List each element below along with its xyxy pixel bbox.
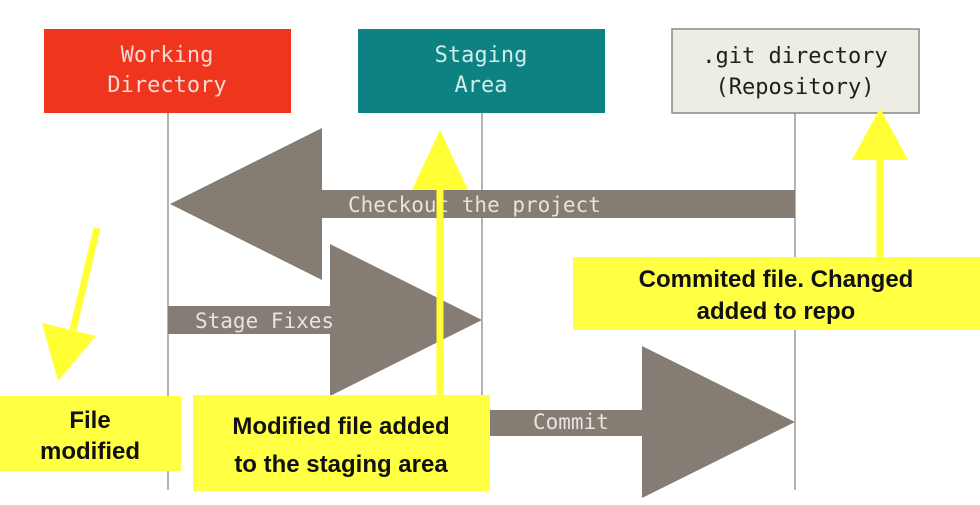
annotation-committed-line2: added to repo bbox=[697, 298, 856, 325]
annotation-staged-box bbox=[193, 395, 490, 491]
annotation-staged-line2: to the staging area bbox=[234, 451, 448, 478]
commit-arrow-label: Commit bbox=[533, 410, 609, 434]
annotation-file-modified: File modified bbox=[0, 396, 181, 471]
staged-pointer-arrow bbox=[412, 130, 468, 395]
committed-pointer-arrow bbox=[852, 108, 908, 258]
stage-repository-label-line2: (Repository) bbox=[716, 75, 875, 100]
stage-repository-box bbox=[671, 28, 920, 114]
stage-working-directory-box bbox=[44, 29, 291, 113]
annotation-committed-box bbox=[573, 257, 980, 330]
checkout-arrow-label: Checkout the project bbox=[348, 193, 601, 217]
stage-staging-area-box bbox=[358, 29, 605, 113]
annotation-staged: Modified file added to the staging area bbox=[193, 395, 490, 491]
stage-fixes-arrow-label: Stage Fixes bbox=[195, 309, 334, 333]
stage-working-directory-label-line2: Directory bbox=[107, 73, 226, 98]
stage-repository-label-line1: .git directory bbox=[702, 44, 887, 69]
stage-staging-area-label-line1: Staging bbox=[435, 43, 528, 68]
annotation-file-modified-box bbox=[0, 396, 181, 471]
checkout-arrow bbox=[170, 128, 795, 280]
stage-working-directory: Working Directory bbox=[44, 29, 291, 113]
annotation-committed-line1: Commited file. Changed bbox=[639, 266, 914, 293]
annotation-file-modified-line2: modified bbox=[40, 438, 140, 465]
file-modified-pointer-arrow bbox=[42, 227, 101, 381]
annotation-file-modified-line1: File bbox=[69, 407, 110, 434]
stage-staging-area-label-line2: Area bbox=[455, 73, 508, 98]
stage-fixes-arrow bbox=[168, 244, 482, 396]
commit-arrow bbox=[482, 346, 795, 498]
annotation-committed: Commited file. Changed added to repo bbox=[573, 257, 980, 330]
annotation-staged-line1: Modified file added bbox=[232, 413, 449, 440]
stage-staging-area: Staging Area bbox=[358, 29, 605, 113]
stage-repository: .git directory (Repository) bbox=[671, 28, 920, 114]
stage-working-directory-label-line1: Working bbox=[121, 43, 214, 68]
